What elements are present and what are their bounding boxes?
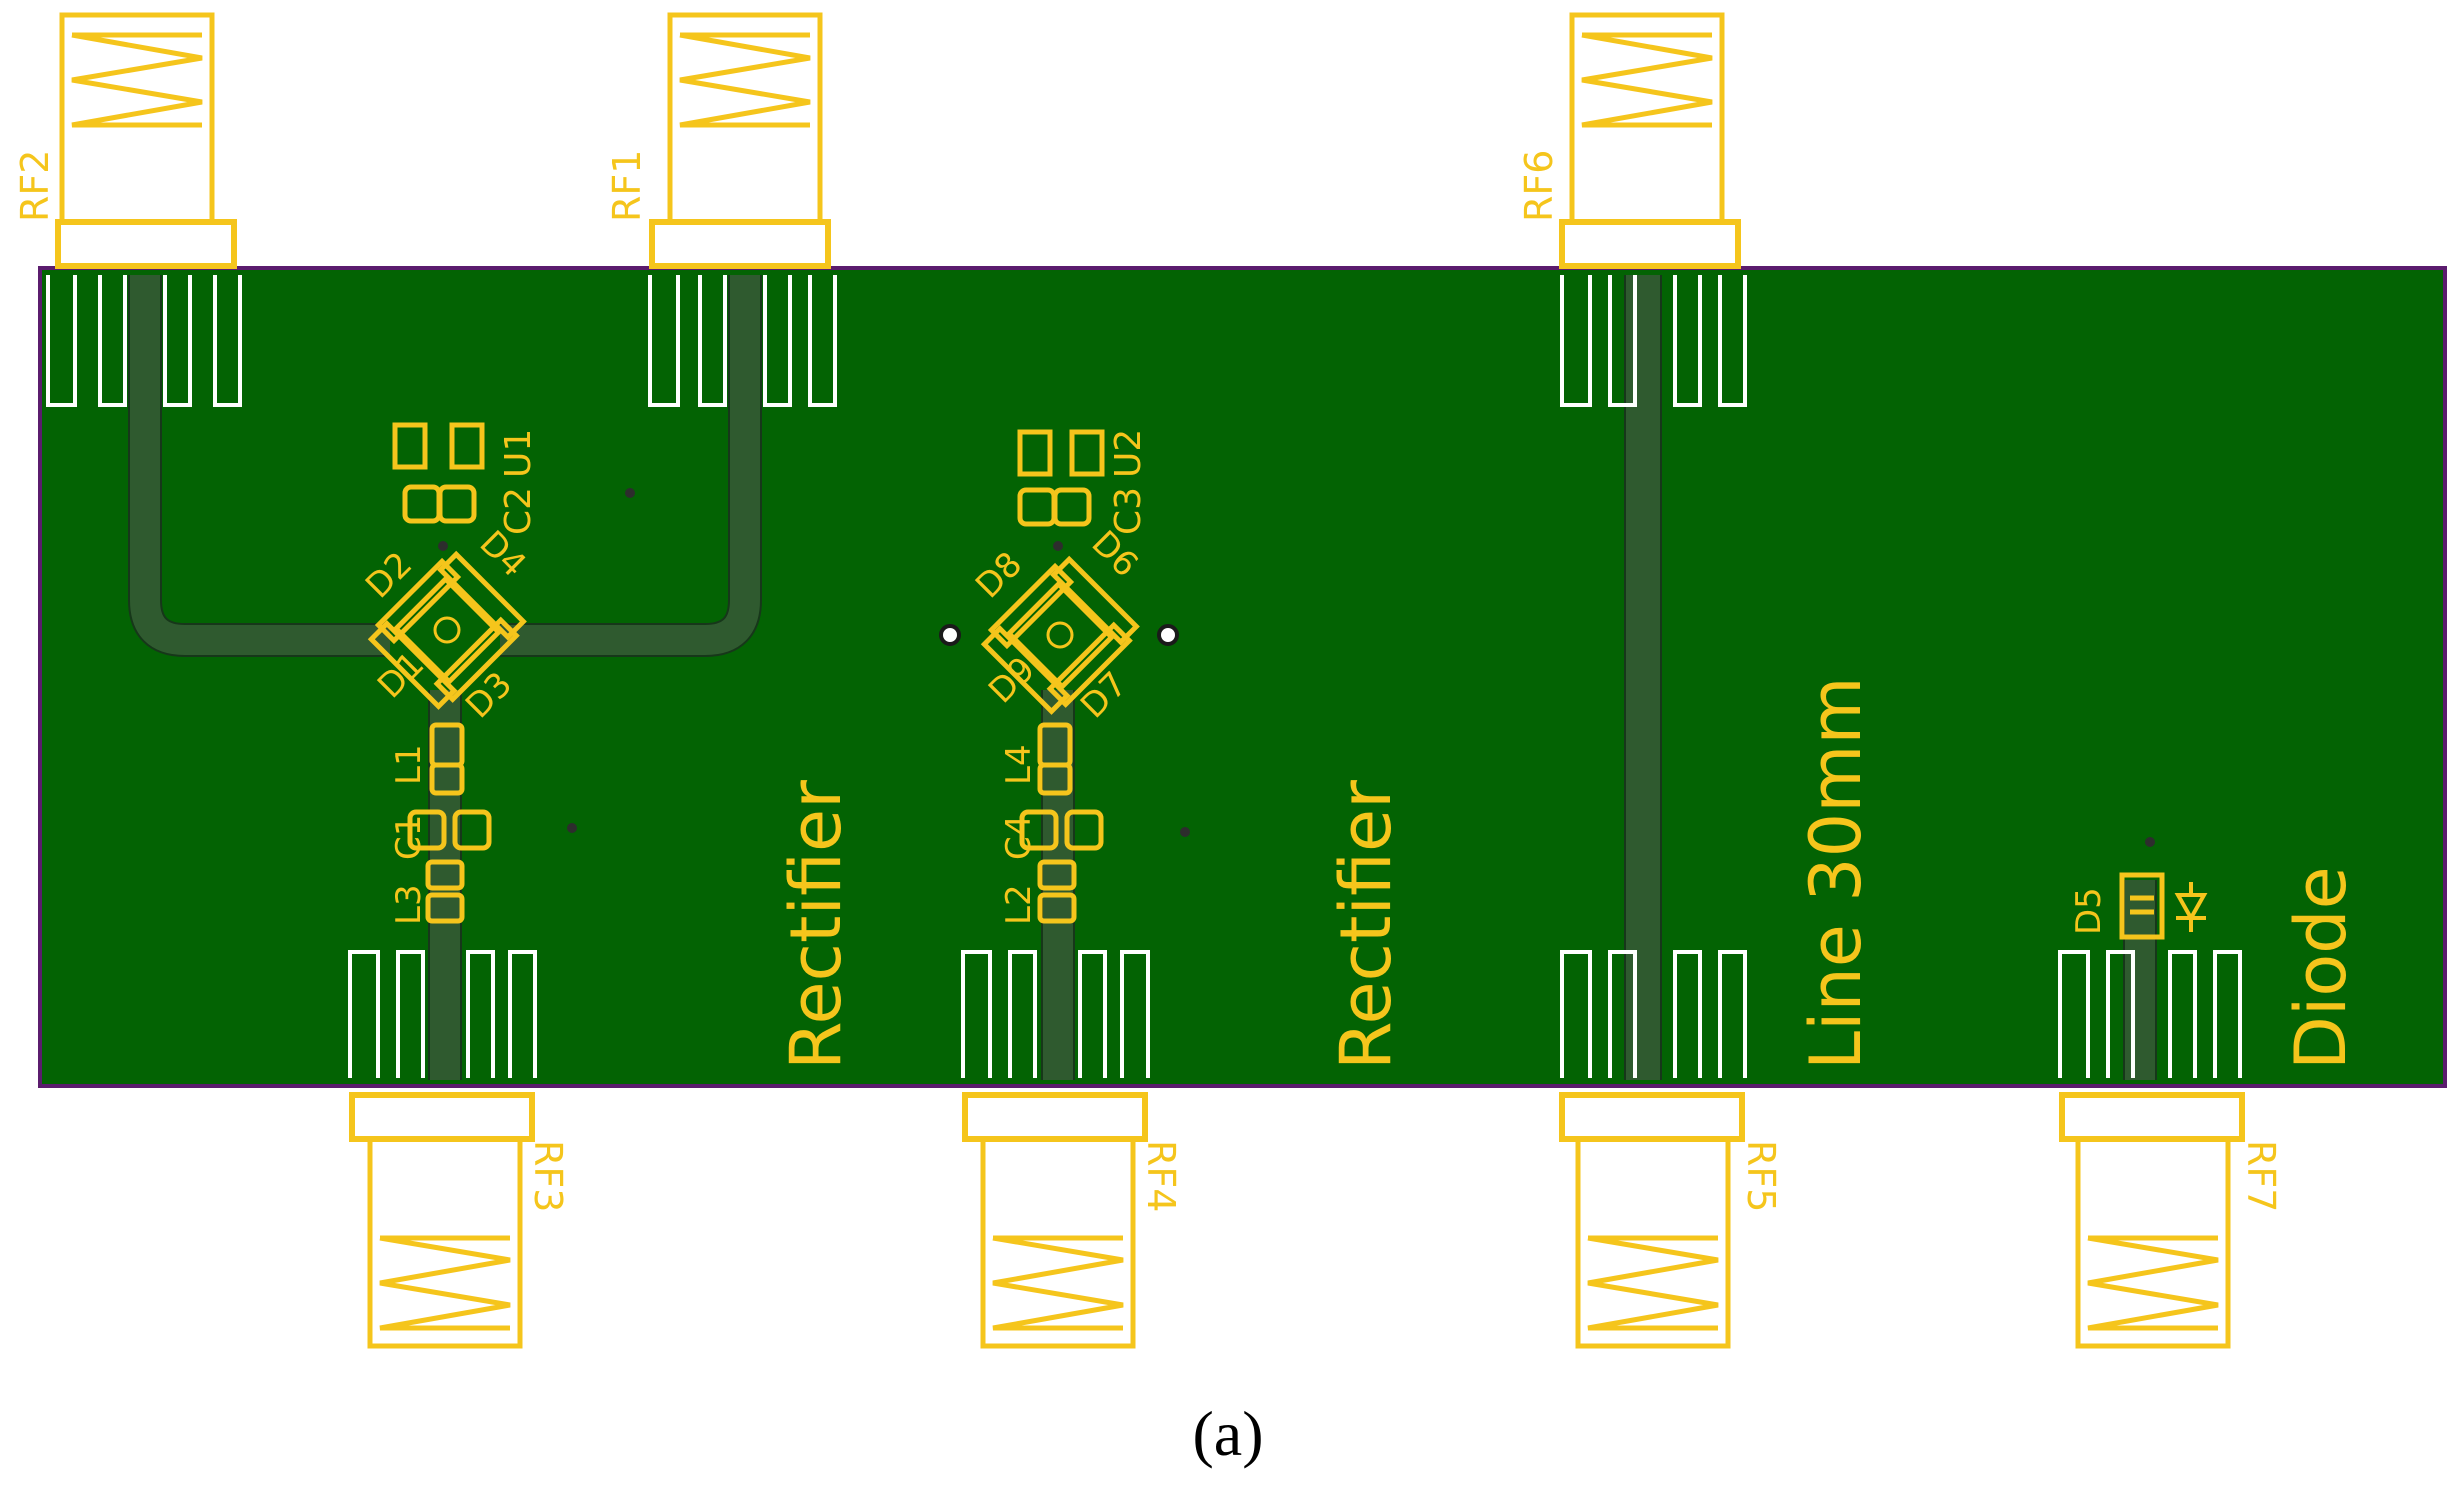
test-point-right bbox=[1157, 624, 1179, 646]
label-c1: C1 bbox=[389, 815, 429, 860]
diode-ring-1 bbox=[367, 550, 527, 710]
u1-footprint bbox=[392, 422, 428, 470]
c1-footprint bbox=[407, 809, 447, 851]
label-l4: L4 bbox=[999, 744, 1039, 785]
section-label-rectifier-2: Rectifier bbox=[1325, 780, 1407, 1070]
connector-rf1 bbox=[648, 12, 837, 407]
label-rf6: RF6 bbox=[1517, 150, 1561, 222]
diode-d5-footprint bbox=[2119, 872, 2208, 940]
label-u2: U2 bbox=[1108, 429, 1149, 478]
connector-rf5 bbox=[1559, 950, 1747, 1349]
connector-rf2 bbox=[46, 12, 242, 407]
connector-rf7 bbox=[2058, 950, 2245, 1349]
connector-rf6 bbox=[1559, 12, 1747, 407]
c4-footprint bbox=[1019, 809, 1059, 851]
connector-rf3 bbox=[348, 950, 537, 1349]
label-u1: U1 bbox=[498, 429, 539, 478]
figure-caption: (a) bbox=[1192, 1398, 1263, 1469]
rectifier-2-footprint bbox=[980, 429, 1140, 924]
label-l2: L2 bbox=[999, 884, 1039, 925]
label-d5: D5 bbox=[2069, 887, 2109, 935]
label-rf2: RF2 bbox=[13, 150, 57, 222]
label-rf3: RF3 bbox=[526, 1140, 570, 1212]
connector-rf4 bbox=[961, 950, 1150, 1349]
section-label-line: Line 30mm bbox=[1795, 676, 1877, 1070]
u2-footprint bbox=[1017, 429, 1053, 477]
rectifier-1-footprint bbox=[367, 422, 527, 924]
label-rf5: RF5 bbox=[1739, 1140, 1783, 1212]
test-point-left bbox=[939, 624, 961, 646]
diode-symbol-icon bbox=[2174, 882, 2208, 932]
section-label-rectifier-1: Rectifier bbox=[775, 780, 857, 1070]
label-rf1: RF1 bbox=[605, 150, 649, 222]
l3-footprint bbox=[425, 859, 465, 891]
label-l3: L3 bbox=[389, 884, 429, 925]
section-label-diode: Diode bbox=[2280, 866, 2362, 1070]
label-c4: C4 bbox=[999, 815, 1039, 860]
label-c3: C3 bbox=[1108, 487, 1149, 535]
label-l1: L1 bbox=[389, 744, 429, 785]
l2-footprint bbox=[1037, 859, 1077, 891]
label-rf7: RF7 bbox=[2239, 1140, 2283, 1212]
diode-ring-2 bbox=[980, 555, 1140, 715]
label-c2: C2 bbox=[498, 487, 539, 535]
trace-layer bbox=[128, 275, 2157, 1080]
label-rf4: RF4 bbox=[1139, 1140, 1183, 1212]
